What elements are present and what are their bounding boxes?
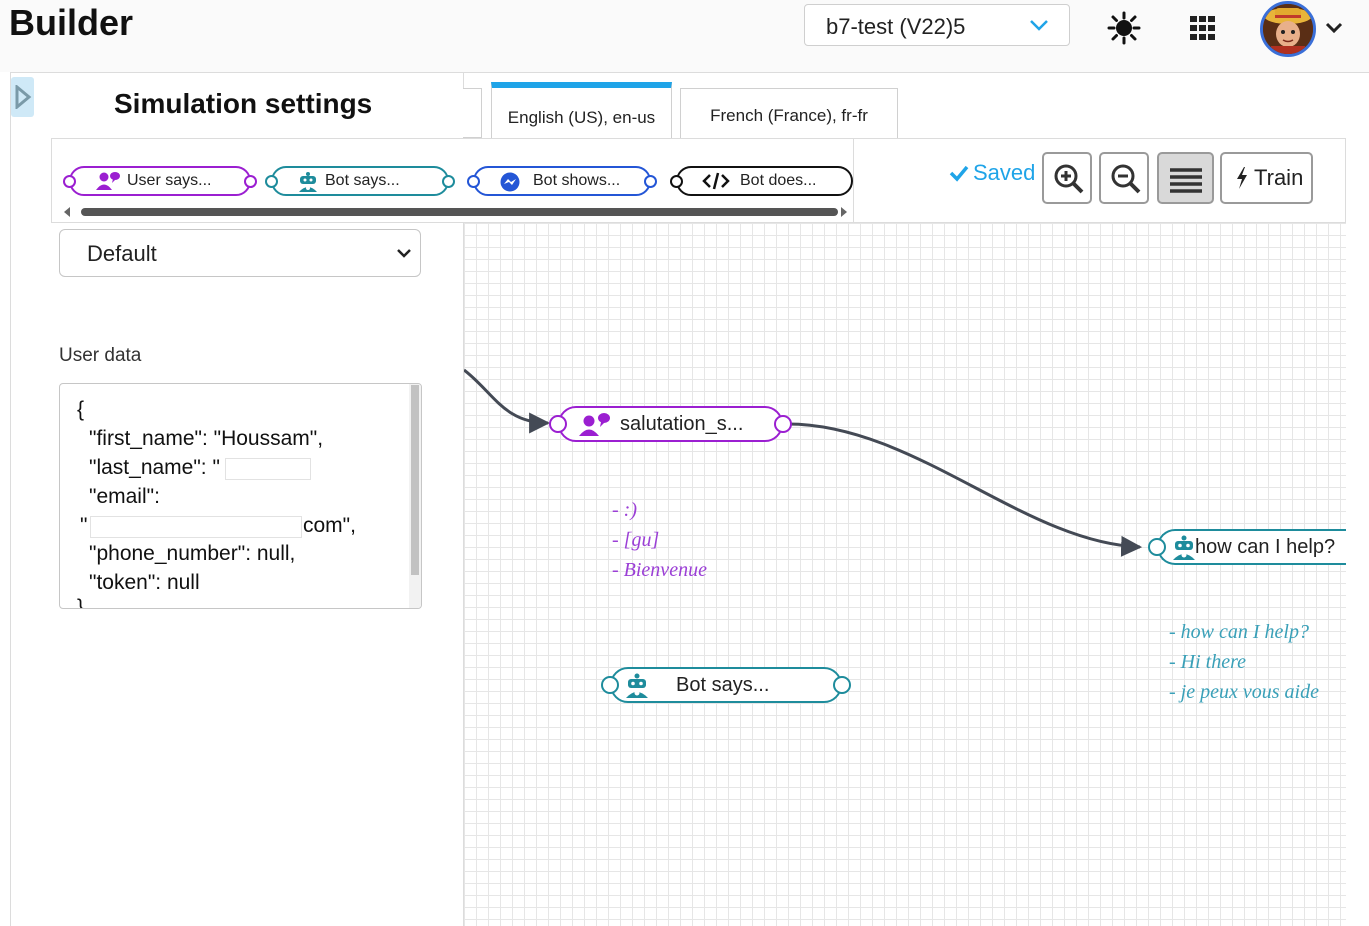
textarea-scrollbar[interactable]	[409, 384, 421, 608]
json-line: }	[77, 596, 85, 609]
json-line: "first_name": "Houssam",	[89, 427, 324, 450]
port-right	[644, 175, 657, 188]
saved-label: Saved	[973, 160, 1036, 185]
note-line: - Hi there	[1169, 651, 1247, 673]
train-label: Train	[1254, 165, 1304, 190]
palette-bot-says[interactable]: Bot says...	[265, 166, 455, 196]
check-icon	[949, 165, 969, 182]
frame-divider	[10, 72, 11, 926]
flow-canvas[interactable]: salutation_s... - :) - [gu] - Bienvenue …	[464, 223, 1346, 926]
palette-label: Bot says...	[325, 172, 400, 189]
port-left	[467, 175, 480, 188]
sun-icon[interactable]	[1106, 10, 1142, 46]
port-right	[442, 175, 455, 188]
zoom-out-icon	[1111, 164, 1141, 194]
palette-scrollbar[interactable]	[60, 205, 850, 219]
zoom-out-button[interactable]	[1099, 152, 1149, 204]
menu-lines-icon	[1170, 168, 1202, 193]
redacted-value	[225, 458, 311, 480]
port-right[interactable]	[774, 415, 792, 433]
node-bot-says[interactable]: Bot says...	[601, 667, 851, 703]
palette-bot-shows[interactable]: Bot shows...	[467, 166, 657, 196]
code-icon	[702, 172, 730, 190]
json-line: com",	[303, 514, 356, 537]
collapse-panel-button[interactable]	[11, 77, 34, 117]
profile-select-value: Default	[87, 241, 157, 266]
json-line: "token": null	[89, 571, 200, 594]
apps-grid-icon[interactable]	[1190, 16, 1216, 40]
zoom-in-icon	[1054, 164, 1084, 194]
json-line: "phone_number": null,	[89, 542, 296, 565]
edge-salutation-to-help	[785, 422, 1143, 557]
node-label: Bot says...	[676, 674, 770, 696]
port-left[interactable]	[1148, 538, 1166, 556]
zoom-in-button[interactable]	[1042, 152, 1092, 204]
chevron-down-icon	[397, 249, 411, 258]
help-notes: - how can I help? - Hi there - je peux v…	[1169, 617, 1319, 707]
tab-overflow-stub	[463, 88, 482, 138]
json-line: "email":	[89, 485, 160, 508]
tab-english-us[interactable]: English (US), en-us	[491, 82, 672, 138]
node-salutation[interactable]: salutation_s...	[549, 406, 792, 442]
layout-toggle-button[interactable]	[1157, 152, 1214, 204]
note-line: - Bienvenue	[612, 559, 707, 581]
chevron-down-icon	[1030, 20, 1048, 31]
saved-status: Saved	[949, 160, 1035, 186]
train-button[interactable]: Train	[1220, 152, 1313, 204]
user-data-label: User data	[59, 345, 142, 366]
avatar-image	[1263, 4, 1313, 54]
json-line: "last_name": "	[89, 456, 220, 479]
port-right[interactable]	[833, 676, 851, 694]
port-left	[670, 175, 683, 188]
redacted-value	[90, 516, 302, 538]
robot-icon	[626, 673, 648, 698]
json-line: {	[77, 398, 85, 421]
node-label: salutation_s...	[620, 413, 744, 435]
lightning-icon	[1237, 167, 1247, 189]
palette-label: Bot shows...	[533, 172, 621, 189]
palette-label: User says...	[127, 172, 212, 189]
toolbar-divider	[853, 138, 854, 223]
frame-divider	[10, 72, 1369, 73]
app-title: Builder	[9, 2, 134, 43]
panel-divider	[463, 72, 464, 926]
panel-title: Simulation settings	[114, 88, 373, 119]
robot-icon	[299, 172, 317, 192]
user-avatar[interactable]	[1260, 1, 1316, 57]
palette-bot-does[interactable]: Bot does...	[670, 166, 853, 196]
port-left	[63, 175, 76, 188]
port-left[interactable]	[549, 415, 567, 433]
edge-layer	[464, 368, 1143, 557]
note-line: - je peux vous aide	[1169, 681, 1319, 703]
palette-label: Bot does...	[740, 172, 817, 189]
user-data-textarea[interactable]: { "first_name": "Houssam", "last_name": …	[59, 383, 422, 609]
scroll-left-icon[interactable]	[62, 206, 72, 218]
bot-version-value: b7-test (V22)5	[826, 14, 966, 39]
top-bar: Builder b7-test (V22)5	[0, 0, 1369, 72]
port-left[interactable]	[601, 676, 619, 694]
port-left	[265, 175, 278, 188]
salutation-notes: - :) - [gu] - Bienvenue	[612, 495, 707, 585]
edge-incoming	[464, 368, 551, 434]
profile-select[interactable]: Default	[59, 229, 421, 277]
scroll-right-icon[interactable]	[839, 206, 849, 218]
palette-user-says[interactable]: User says...	[63, 166, 257, 196]
note-line: - how can I help?	[1169, 621, 1309, 643]
user-chat-icon	[96, 172, 120, 190]
messenger-icon	[500, 172, 520, 192]
note-line: - :)	[612, 499, 637, 521]
port-right	[244, 175, 257, 188]
tab-french-france[interactable]: French (France), fr-fr	[680, 88, 898, 138]
robot-icon	[1173, 535, 1195, 560]
chevron-down-icon[interactable]	[1325, 22, 1343, 34]
json-line: "	[80, 514, 88, 537]
scroll-thumb[interactable]	[81, 208, 838, 216]
bot-version-select[interactable]: b7-test (V22)5	[804, 4, 1070, 46]
note-line: - [gu]	[612, 529, 660, 551]
chevron-right-icon	[15, 85, 32, 109]
user-chat-icon	[579, 413, 610, 436]
scroll-thumb[interactable]	[411, 385, 419, 575]
node-how-can-i-help[interactable]: how can I help?	[1148, 529, 1346, 565]
node-label: how can I help?	[1195, 536, 1336, 558]
